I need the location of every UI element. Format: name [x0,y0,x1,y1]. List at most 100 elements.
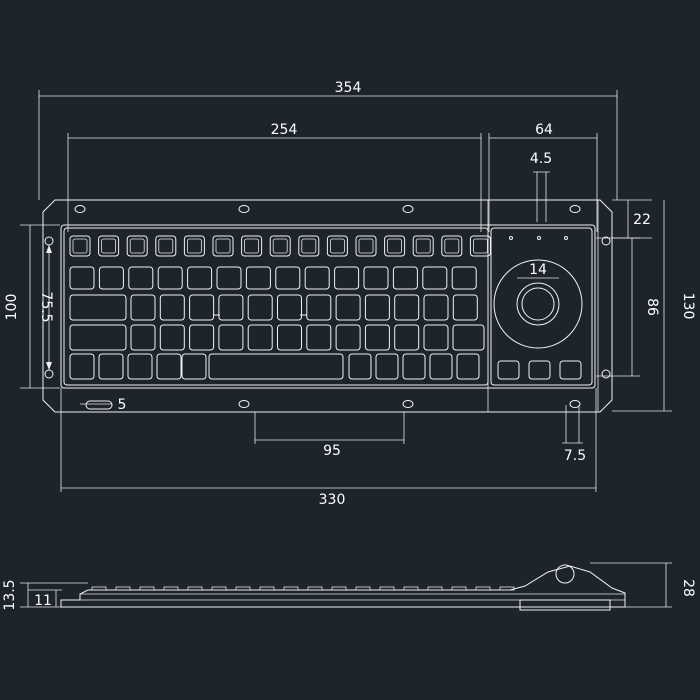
key[interactable] [334,266,360,290]
side-keycap [187,586,203,591]
key[interactable] [189,294,215,321]
key[interactable] [306,324,332,351]
side-keycap [211,586,227,591]
dimension-mount-hole-spacing: 95 [254,412,405,459]
keyboard-side-view: 13.5 11 28 [2,562,696,611]
key[interactable] [363,266,389,290]
dim-5-label: 5 [118,397,127,413]
function-key-face [272,238,288,254]
key[interactable] [364,294,390,321]
key[interactable] [392,266,418,290]
dim-330-label: 330 [319,492,346,508]
key[interactable] [247,294,273,321]
key[interactable] [128,266,154,290]
key[interactable] [218,324,244,351]
function-key[interactable] [98,235,120,257]
key[interactable] [98,353,124,380]
function-key[interactable] [155,235,177,257]
function-key[interactable] [183,235,205,257]
key[interactable] [189,324,215,351]
side-keycap [139,586,155,591]
dim-354-label: 354 [335,80,362,96]
side-keycap [283,586,299,591]
function-key[interactable] [241,235,263,257]
key[interactable] [247,324,273,351]
space-key[interactable] [208,353,344,380]
key[interactable] [422,266,448,290]
dim-86-label: 86 [644,298,660,316]
mouse-button-middle[interactable] [528,360,551,380]
key[interactable] [156,353,182,380]
function-key-face [101,238,116,254]
dimension-height-75-5: 75.5 [38,245,54,370]
key[interactable] [218,294,244,321]
function-key[interactable] [412,235,434,257]
key[interactable] [451,266,477,290]
side-keycaps [91,586,515,591]
dimension-overall-width: 354 [38,80,618,200]
function-key[interactable] [326,235,348,257]
function-key-face [301,238,317,254]
key[interactable] [130,294,156,321]
function-key-face [186,238,202,254]
key[interactable] [429,353,453,380]
key[interactable] [69,266,95,290]
trackball-bezel [493,259,583,349]
tab-key[interactable] [69,294,127,321]
key[interactable] [304,266,330,290]
key[interactable] [394,294,420,321]
function-key-face [129,238,145,254]
function-key[interactable] [355,235,377,257]
key[interactable] [187,266,213,290]
key[interactable] [364,324,390,351]
key[interactable] [402,353,426,380]
function-key[interactable] [441,235,463,257]
key[interactable] [452,294,478,321]
key[interactable] [275,266,301,290]
side-keycap [379,586,395,591]
function-key-face [358,238,374,254]
key[interactable] [306,294,332,321]
key[interactable] [181,353,207,380]
dimension-slot-width-right: 7.5 [562,405,586,464]
key[interactable] [423,324,449,351]
key[interactable] [127,353,153,380]
key[interactable] [348,353,372,380]
dim-254-label: 254 [271,122,298,138]
function-key[interactable] [269,235,291,257]
key[interactable] [245,266,271,290]
function-key-face [415,238,431,254]
key[interactable] [423,294,449,321]
key[interactable] [216,266,242,290]
dimension-mounting-offset: 22 [612,199,652,239]
key[interactable] [159,294,185,321]
key[interactable] [335,294,361,321]
function-key[interactable] [69,235,91,257]
key[interactable] [375,353,399,380]
key[interactable] [159,324,185,351]
function-key[interactable] [298,235,320,257]
key[interactable] [98,266,124,290]
function-key[interactable] [384,235,406,257]
side-keycap [331,586,347,591]
key[interactable] [394,324,420,351]
function-key[interactable] [126,235,148,257]
key[interactable] [456,353,480,380]
key[interactable] [130,324,156,351]
key[interactable] [277,324,302,351]
mouse-button-left[interactable] [497,360,520,380]
key[interactable] [69,353,95,380]
enter-key[interactable] [452,324,485,351]
caps-key[interactable] [69,324,127,351]
mouse-button-right[interactable] [559,360,582,380]
mounting-holes [44,205,611,410]
function-key[interactable] [212,235,234,257]
function-key[interactable] [469,235,491,257]
function-key-face [472,238,488,254]
key[interactable] [277,294,302,321]
key[interactable] [157,266,183,290]
dimension-trackball-height: 86 [596,237,660,377]
dim-22-label: 22 [633,212,651,228]
key[interactable] [335,324,361,351]
